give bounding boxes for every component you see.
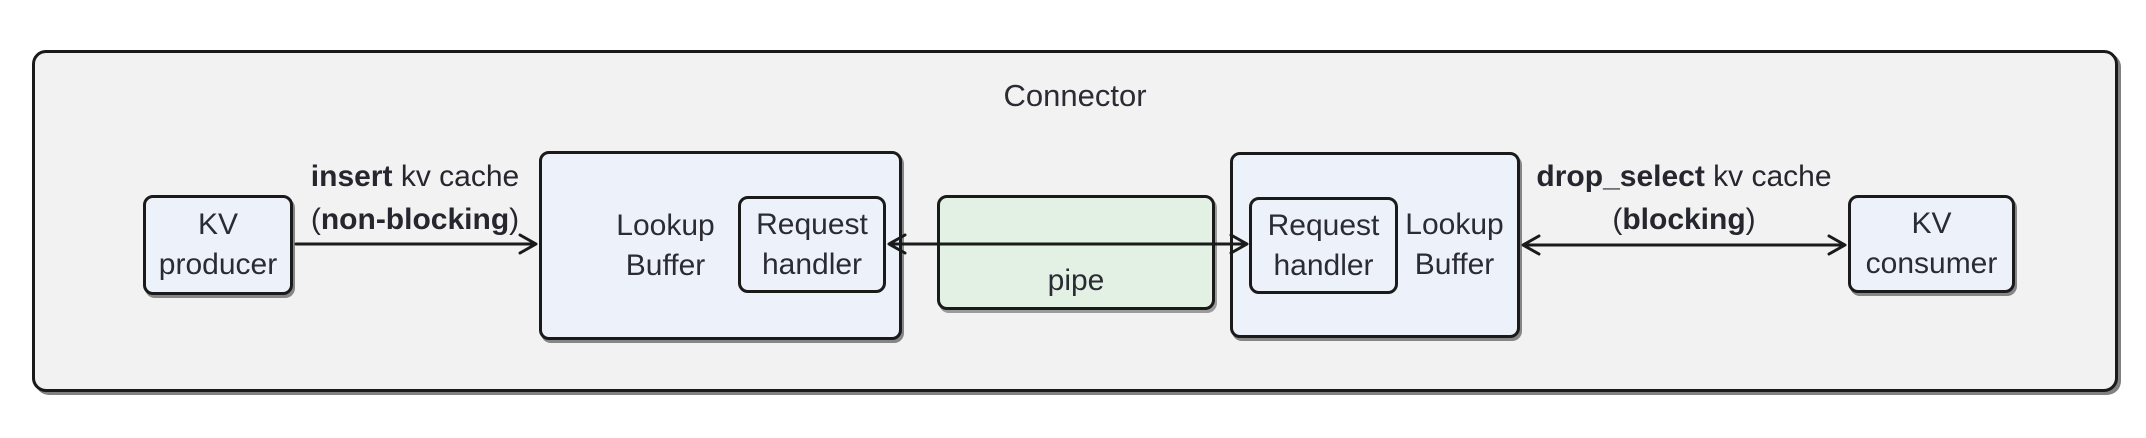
drop-select-edge-paren-open: ( [1612, 203, 1623, 236]
lookup-buffer-left-node: Lookup Buffer Request handler [539, 151, 902, 340]
kv-consumer-label-line1: KV [1911, 207, 1952, 240]
drop-select-edge-mode: blocking [1622, 203, 1746, 236]
request-handler-left-label-line2: handler [761, 247, 863, 281]
insert-edge-label-line1: insert kv cache [280, 155, 550, 198]
drop-select-edge-label: drop_select kv cache (blocking) [1514, 155, 1854, 241]
request-handler-right-label-line2: handler [1273, 248, 1374, 282]
drop-select-edge-paren-close: ) [1745, 203, 1756, 236]
request-handler-right-node: Request handler [1249, 197, 1398, 294]
lookup-buffer-right-label: Lookup Buffer [1398, 155, 1511, 335]
connector-title: Connector [1003, 78, 1147, 113]
lookup-buffer-right-label-line2: Buffer [1414, 248, 1495, 281]
insert-edge-verb: insert [310, 160, 393, 193]
insert-edge-mode: non-blocking [320, 203, 510, 236]
request-handler-left-node: Request handler [738, 196, 886, 293]
insert-edge-label-line2: (non-blocking) [280, 198, 550, 241]
insert-edge-rest: kv cache [392, 160, 520, 193]
lookup-buffer-left-label-line1: Lookup [616, 208, 715, 242]
insert-edge-label: insert kv cache (non-blocking) [280, 155, 550, 241]
drop-select-edge-label-line1: drop_select kv cache [1514, 155, 1854, 198]
lookup-buffer-right-label-line1: Lookup [1405, 208, 1504, 241]
insert-edge-paren-open: ( [310, 203, 321, 236]
drop-select-edge-verb: drop_select [1536, 160, 1705, 193]
kv-producer-label-line1: KV [197, 208, 239, 241]
kv-producer-label-line2: producer [158, 248, 278, 281]
lookup-buffer-left-label-line2: Buffer [625, 248, 706, 282]
request-handler-left-label-line1: Request [756, 207, 868, 241]
kv-producer-node: KV producer [143, 195, 293, 295]
drop-select-edge-label-line2: (blocking) [1514, 198, 1854, 241]
drop-select-edge-rest: kv cache [1704, 160, 1832, 193]
request-handler-right-label-line1: Request [1267, 208, 1380, 242]
kv-consumer-label-line2: consumer [1865, 247, 1998, 280]
lookup-buffer-left-label: Lookup Buffer [566, 154, 765, 337]
kv-consumer-node: KV consumer [1848, 195, 2015, 293]
insert-edge-paren-close: ) [509, 203, 520, 236]
pipe-node: pipe [937, 195, 1215, 310]
lookup-buffer-right-node: Request handler Lookup Buffer [1230, 152, 1520, 338]
pipe-label: pipe [1047, 264, 1105, 297]
